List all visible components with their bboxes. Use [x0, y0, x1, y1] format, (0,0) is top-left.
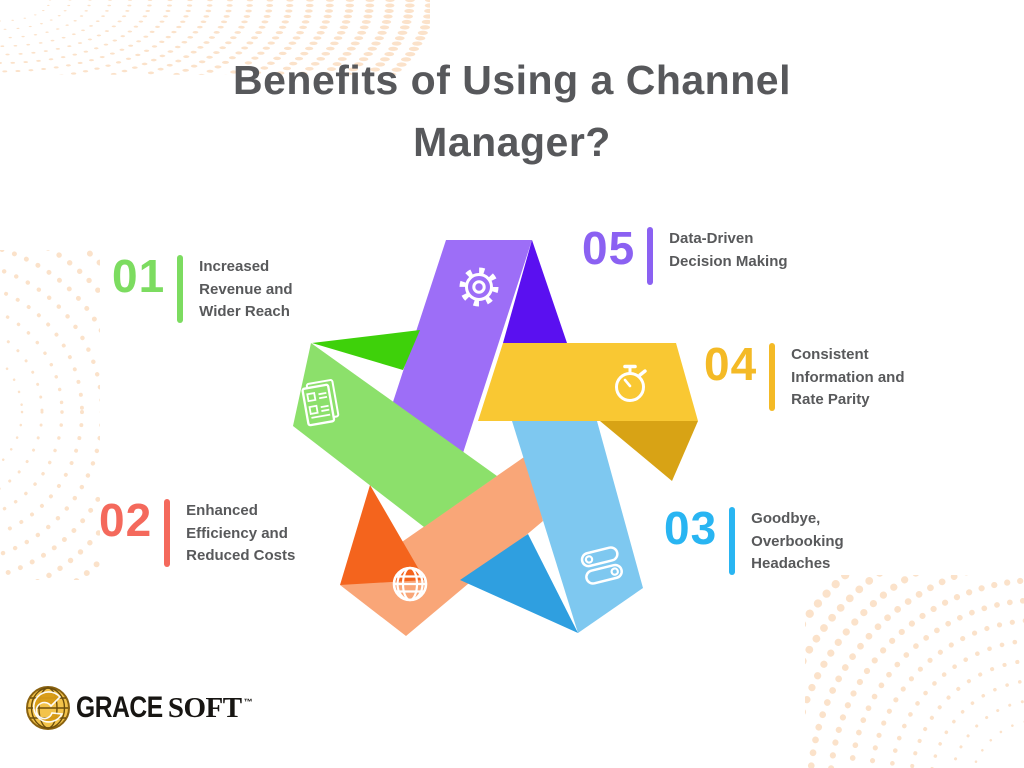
- dot-pattern-left: [0, 250, 100, 580]
- benefit-bar: [769, 343, 776, 411]
- logo-text-soft: SOFT: [167, 692, 242, 724]
- star-fold-purple: [503, 240, 567, 343]
- benefit-bar: [164, 499, 171, 567]
- benefit-text: Consistent Information and Rate Parity: [791, 346, 905, 408]
- benefit-item-04: 04 Consistent Information and Rate Parit…: [704, 340, 905, 412]
- benefit-text: Enhanced Efficiency and Reduced Costs: [186, 502, 296, 564]
- star-arm-orange: [340, 455, 543, 636]
- gracesoft-globe-icon: [26, 686, 70, 730]
- documents-icon: [301, 379, 340, 427]
- benefit-text: Increased Revenue and Wider Reach: [199, 258, 293, 320]
- star-arm-purple: [392, 240, 532, 453]
- benefit-number: 02: [99, 494, 153, 546]
- benefit-item-03: 03 Goodbye, Overbooking Headaches: [664, 504, 844, 576]
- benefit-text: Data-Driven Decision Making: [669, 230, 788, 270]
- gracesoft-logo: GRACE SOFT ™: [24, 684, 253, 732]
- ribbon-star: [293, 240, 698, 636]
- globe-icon: [392, 566, 428, 602]
- star-fold-yellow: [600, 421, 698, 481]
- logo-text-grace: GRACE: [76, 691, 163, 724]
- benefit-number: 05: [582, 222, 636, 274]
- benefit-text: Goodbye, Overbooking Headaches: [751, 510, 844, 572]
- benefit-bar: [177, 255, 184, 323]
- benefit-number: 01: [112, 250, 166, 302]
- page-title: Benefits of Using a Channel Manager?: [233, 57, 791, 165]
- benefit-item-02: 02 Enhanced Efficiency and Reduced Costs: [99, 496, 295, 568]
- star-arm-green: [293, 343, 497, 527]
- toggles-icon: [580, 546, 623, 585]
- logo-trademark: ™: [243, 697, 253, 707]
- benefit-number: 03: [664, 502, 718, 554]
- benefit-item-05: 05 Data-Driven Decision Making: [582, 224, 788, 285]
- benefit-item-01: 01 Increased Revenue and Wider Reach: [112, 252, 293, 324]
- gear-icon: [459, 267, 499, 307]
- stopwatch-icon: [615, 364, 647, 402]
- benefit-number: 04: [704, 338, 758, 390]
- star-fold-green: [312, 330, 420, 370]
- star-fold-blue: [460, 534, 578, 633]
- benefit-bar: [729, 507, 736, 575]
- star-fold-orange: [340, 485, 425, 585]
- star-arm-yellow: [478, 343, 698, 421]
- benefit-bar: [647, 227, 654, 285]
